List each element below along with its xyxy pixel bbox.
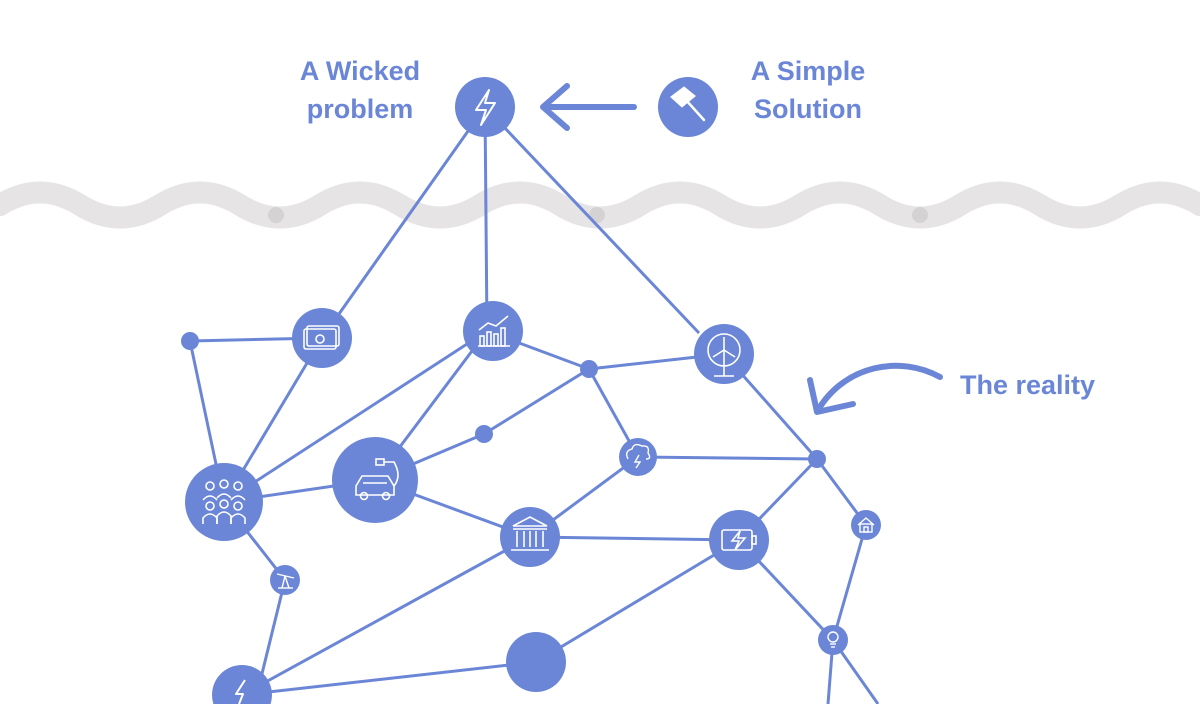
junction-node [181, 332, 199, 350]
lightbulb-icon [818, 625, 848, 655]
wicked-problem-line2: problem [306, 94, 414, 124]
wave-dot [912, 207, 928, 223]
lightning-icon [455, 77, 515, 137]
hidden-node [506, 632, 566, 692]
government-building-icon [500, 507, 560, 567]
electric-car-icon [332, 437, 418, 523]
house-icon [851, 510, 881, 540]
lightning-icon [212, 665, 272, 704]
simple-solution-label: A Simple Solution [718, 52, 898, 128]
junction-node [475, 425, 493, 443]
small-nodes [181, 332, 826, 468]
wicked-problem-label: A Wicked problem [270, 52, 450, 128]
waterline-wave [0, 181, 1200, 229]
wave-dot [268, 207, 284, 223]
wicked-problem-line1: A Wicked [299, 56, 421, 86]
junction-node [580, 360, 598, 378]
people-icon [185, 463, 263, 541]
left-arrow [540, 83, 637, 131]
wind-turbine-icon [694, 324, 754, 384]
simple-solution-line2: Solution [754, 94, 862, 124]
junction-node [808, 450, 826, 468]
reality-label: The reality [960, 366, 1130, 404]
curved-arrow [807, 362, 943, 415]
chart-growth-icon [463, 301, 523, 361]
reality-text: The reality [960, 370, 1096, 400]
hammer-icon [658, 77, 718, 137]
money-icon [292, 308, 352, 368]
oil-pump-icon [270, 565, 300, 595]
simple-solution-line1: A Simple [750, 56, 866, 86]
storm-cloud-icon [619, 438, 657, 476]
battery-charging-icon [709, 510, 769, 570]
